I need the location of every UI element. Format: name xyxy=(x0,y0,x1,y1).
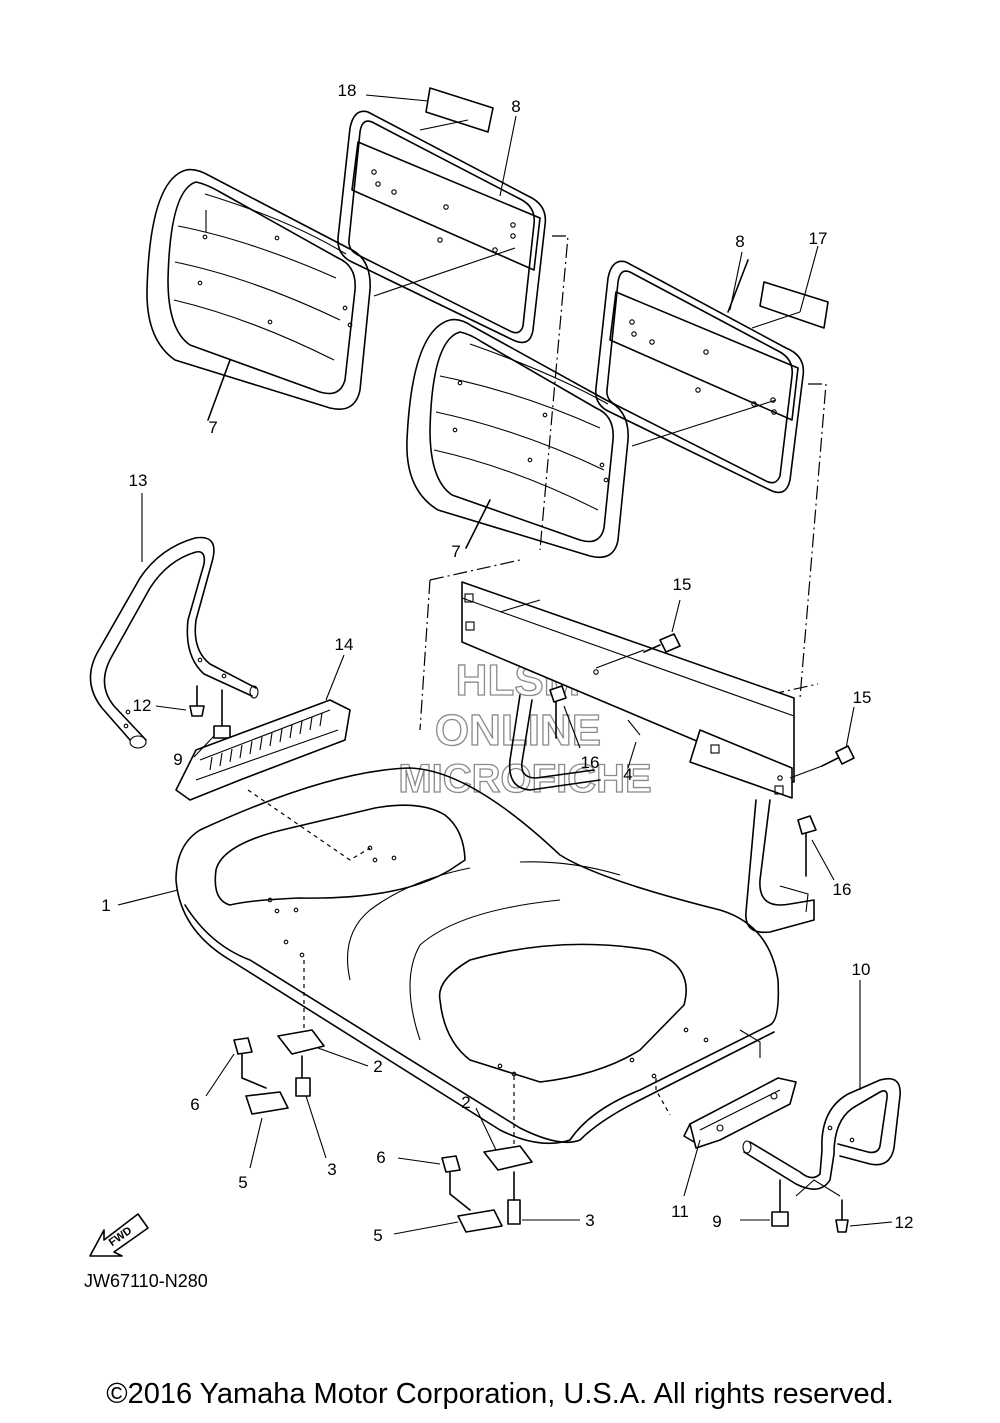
mount-hardware xyxy=(233,1029,533,1233)
callout-5-center: 5 xyxy=(373,1226,382,1245)
seat-trim-right xyxy=(683,1077,797,1149)
seat-bracket xyxy=(461,581,815,934)
callout-4: 4 xyxy=(623,765,632,784)
callout-11: 11 xyxy=(671,1202,689,1221)
callout-10: 10 xyxy=(852,960,871,979)
bolts-15-16 xyxy=(549,633,855,877)
callout-3-center: 3 xyxy=(585,1211,594,1230)
copyright-notice: ©2016 Yamaha Motor Corporation, U.S.A. A… xyxy=(106,1378,894,1410)
callout-8-left: 8 xyxy=(511,97,520,116)
fasteners-left xyxy=(189,685,231,739)
callout-2-left: 2 xyxy=(373,1057,382,1076)
callout-7-left: 7 xyxy=(208,418,217,437)
callout-18: 18 xyxy=(338,81,357,100)
callout-16-upper: 16 xyxy=(581,753,600,772)
backrest-frame-left xyxy=(337,110,547,344)
label-decal-18 xyxy=(365,87,494,133)
callout-3-left: 3 xyxy=(327,1160,336,1179)
watermark-line3: MICROFICHE xyxy=(398,757,651,801)
callout-5-left: 5 xyxy=(238,1173,247,1192)
callout-6-center: 6 xyxy=(376,1148,385,1167)
callout-17: 17 xyxy=(809,229,828,248)
callout-8-right: 8 xyxy=(735,232,744,251)
diagram-code: JW67110-N280 xyxy=(84,1271,208,1291)
callout-6-left: 6 xyxy=(190,1095,199,1114)
forward-arrow: FWD xyxy=(89,1213,149,1257)
callout-13: 13 xyxy=(129,471,148,490)
callout-1: 1 xyxy=(101,896,110,915)
seat-trim-left xyxy=(175,699,351,801)
backrest-cushion-left xyxy=(146,168,371,421)
label-decal-17 xyxy=(751,281,829,329)
callout-15-upper: 15 xyxy=(673,575,692,594)
seat-cushion xyxy=(175,767,780,1150)
callout-2-center: 2 xyxy=(461,1093,470,1112)
callout-16-lower: 16 xyxy=(833,880,852,899)
backrest-frame-right xyxy=(594,259,805,494)
leader-lines xyxy=(117,115,893,1235)
callout-12-left: 12 xyxy=(133,696,152,715)
grab-bar-left xyxy=(89,536,259,749)
callout-15-lower: 15 xyxy=(853,688,872,707)
backrest-cushion-right xyxy=(406,318,629,559)
watermark-line2: ONLINE xyxy=(435,706,601,755)
callout-numbers: 18 8 8 17 7 7 13 14 15 15 12 9 16 16 4 1… xyxy=(101,81,913,1245)
fasteners-right xyxy=(771,1179,849,1233)
callout-7-right: 7 xyxy=(451,542,460,561)
callout-9-right: 9 xyxy=(712,1212,721,1231)
callout-9-left: 9 xyxy=(173,750,182,769)
grab-bar-right xyxy=(742,1077,901,1190)
callout-12-right: 12 xyxy=(895,1213,914,1232)
callout-14: 14 xyxy=(335,635,354,654)
